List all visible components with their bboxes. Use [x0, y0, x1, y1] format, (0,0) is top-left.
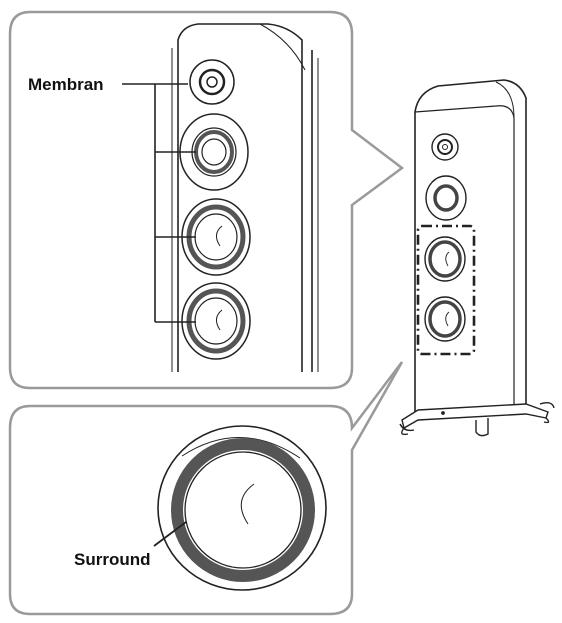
speaker-base	[399, 401, 555, 437]
speaker-cabinet	[414, 79, 527, 418]
speaker-midrange	[425, 175, 467, 221]
surround-label: Surround	[74, 550, 151, 569]
closeup-cabinet	[171, 23, 319, 372]
top-callout: Membran	[8, 10, 405, 390]
surround-ring	[171, 438, 315, 582]
speaker-tweeter	[431, 133, 459, 161]
closeup-woofer-2	[181, 282, 251, 360]
membran-label: Membran	[28, 75, 104, 94]
bottom-callout: Surround	[8, 361, 404, 616]
woofer-highlight-box	[416, 224, 476, 356]
membran-leader-lines	[122, 83, 196, 323]
closeup-tweeter	[189, 59, 235, 105]
speaker-woofer-2	[424, 296, 466, 342]
surround-leader-line	[153, 521, 187, 547]
bottom-callout-frame	[8, 361, 404, 616]
speaker-woofer-1	[424, 236, 466, 282]
closeup-woofer-large	[157, 425, 327, 591]
full-speaker	[399, 79, 555, 437]
